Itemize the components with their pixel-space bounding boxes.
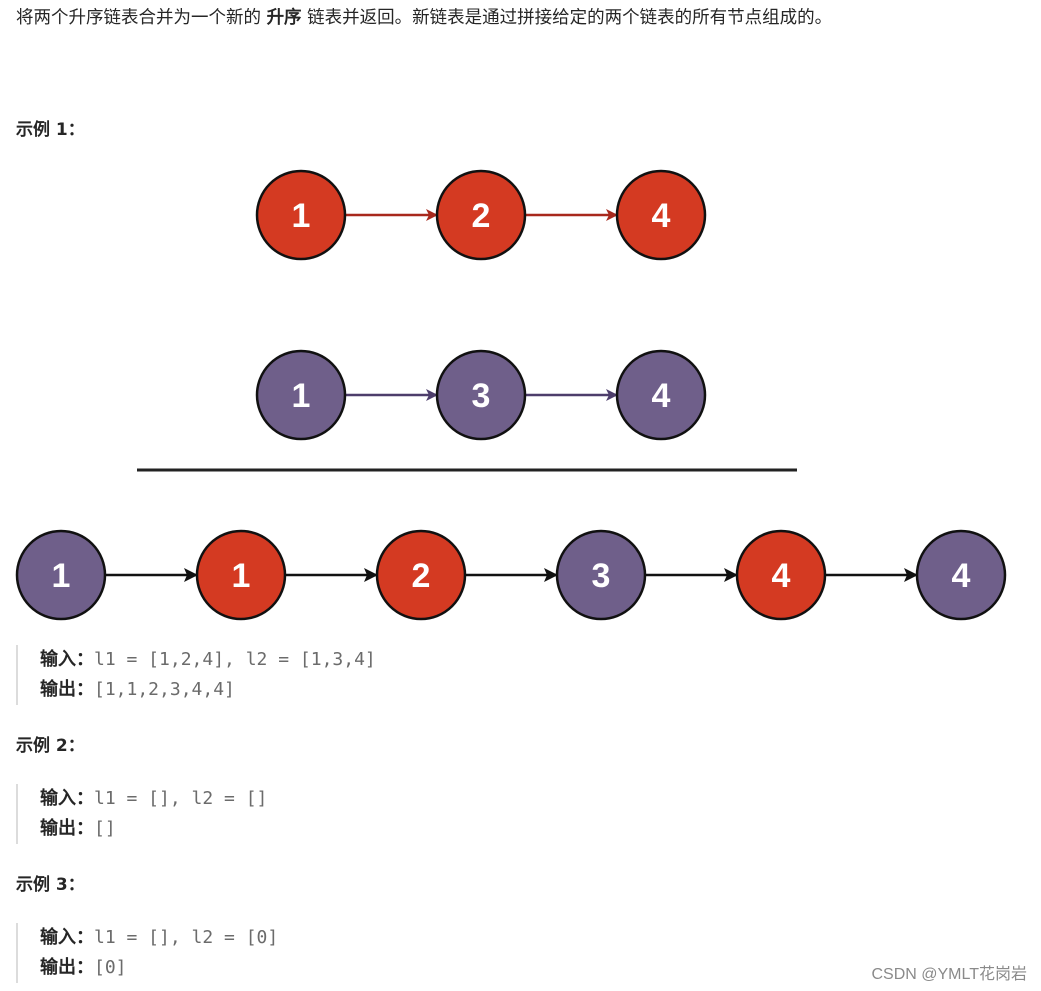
input-value: l1 = [1,2,4], l2 = [1,3,4] — [94, 649, 376, 670]
input-label: 输入： — [40, 927, 94, 948]
merged-node-6-label: 4 — [952, 557, 971, 595]
merged-node-5: 4 — [735, 529, 827, 621]
example-3-heading: 示例 3： — [16, 875, 85, 895]
list2-node-1-label: 1 — [292, 377, 311, 415]
list1-node-2: 2 — [435, 169, 527, 261]
example-2-block: 输入：l1 = [], l2 = [] 输出：[] — [16, 784, 267, 844]
example-3-input-row: 输入：l1 = [], l2 = [0] — [40, 923, 278, 953]
csdn-watermark: CSDN @YMLT花岗岩 — [871, 966, 1027, 983]
list1-node-3-circle — [615, 169, 707, 261]
output-label: 输出： — [40, 679, 94, 700]
merged-node-3: 2 — [375, 529, 467, 621]
merged-node-5-circle — [735, 529, 827, 621]
input-value: l1 = [], l2 = [0] — [94, 927, 279, 948]
list2-node-2: 3 — [435, 349, 527, 441]
description-text-after: 链表并返回。新链表是通过拼接给定的两个链表的所有节点组成的。 — [301, 8, 833, 28]
nodes-layer: 1 2 4 1 3 4 1 1 2 3 4 4 — [15, 169, 1007, 621]
merged-node-4-circle — [555, 529, 647, 621]
list1-node-1-label: 1 — [292, 197, 311, 235]
output-value: [0] — [94, 957, 127, 978]
merged-node-3-circle — [375, 529, 467, 621]
list1-node-2-label: 2 — [472, 197, 491, 235]
example-2-input-row: 输入：l1 = [], l2 = [] — [40, 784, 267, 814]
merged-node-6-circle — [915, 529, 1007, 621]
list2-node-2-circle — [435, 349, 527, 441]
output-value: [] — [94, 818, 116, 839]
merged-node-2-label: 1 — [232, 557, 251, 595]
list1-node-1-circle — [255, 169, 347, 261]
list2-node-3: 4 — [615, 349, 707, 441]
merged-node-3-label: 2 — [412, 557, 431, 595]
output-label: 输出： — [40, 957, 94, 978]
merged-node-1: 1 — [15, 529, 107, 621]
list2-node-3-circle — [615, 349, 707, 441]
merged-node-2-circle — [195, 529, 287, 621]
merged-node-2: 1 — [195, 529, 287, 621]
description-text-before: 将两个升序链表合并为一个新的 — [16, 8, 267, 28]
merged-node-6: 4 — [915, 529, 1007, 621]
problem-description: 将两个升序链表合并为一个新的 升序 链表并返回。新链表是通过拼接给定的两个链表的… — [16, 5, 832, 31]
example-3-output-row: 输出：[0] — [40, 953, 278, 983]
description-bold-term: 升序 — [266, 8, 302, 28]
merged-node-1-circle — [15, 529, 107, 621]
merged-node-4-label: 3 — [592, 557, 611, 595]
merged-node-1-label: 1 — [52, 557, 71, 595]
list1-node-2-circle — [435, 169, 527, 261]
list1-node-3: 4 — [615, 169, 707, 261]
example-1-block: 输入：l1 = [1,2,4], l2 = [1,3,4] 输出：[1,1,2,… — [16, 645, 376, 705]
arrows-layer — [105, 209, 918, 582]
input-value: l1 = [], l2 = [] — [94, 788, 268, 809]
example-1-input-row: 输入：l1 = [1,2,4], l2 = [1,3,4] — [40, 645, 376, 675]
list2-node-3-label: 4 — [652, 377, 671, 415]
list1-node-1: 1 — [255, 169, 347, 261]
list2-node-2-label: 3 — [472, 377, 491, 415]
example-1-output-row: 输出：[1,1,2,3,4,4] — [40, 675, 376, 705]
output-label: 输出： — [40, 818, 94, 839]
merged-node-5-label: 4 — [772, 557, 791, 595]
list2-node-1: 1 — [255, 349, 347, 441]
list2-node-1-circle — [255, 349, 347, 441]
example-1-heading: 示例 1： — [16, 120, 85, 140]
list1-node-3-label: 4 — [652, 197, 671, 235]
example-3-block: 输入：l1 = [], l2 = [0] 输出：[0] — [16, 923, 278, 983]
input-label: 输入： — [40, 649, 94, 670]
example-2-output-row: 输出：[] — [40, 814, 267, 844]
input-label: 输入： — [40, 788, 94, 809]
merged-node-4: 3 — [555, 529, 647, 621]
example-2-heading: 示例 2： — [16, 736, 85, 756]
output-value: [1,1,2,3,4,4] — [94, 679, 235, 700]
merge-linked-list-diagram: 1 2 4 1 3 4 1 1 2 3 4 4 — [15, 169, 1007, 621]
